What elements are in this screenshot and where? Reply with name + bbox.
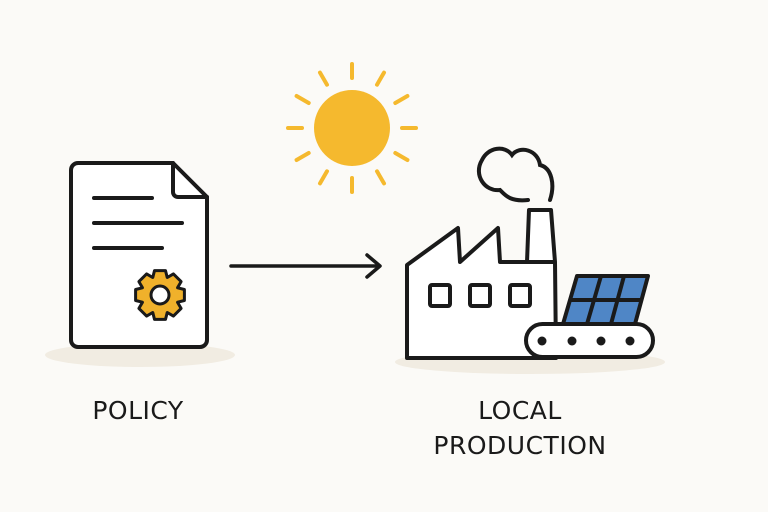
factory-icon <box>405 208 558 360</box>
document-icon <box>69 161 209 349</box>
policy-label: POLICY <box>92 396 184 425</box>
sun-ray <box>375 169 386 186</box>
sun-ray <box>318 169 329 186</box>
smoke-cloud-icon <box>476 146 555 203</box>
conveyor-icon <box>524 322 655 359</box>
sun-ray <box>294 151 311 162</box>
sun-ray <box>318 70 329 87</box>
sun-ray <box>375 70 386 87</box>
factory-window <box>428 283 452 308</box>
production-label: PRODUCTION <box>433 431 607 460</box>
local-label: LOCAL <box>478 396 562 425</box>
factory-window <box>508 283 532 308</box>
factory-window <box>468 283 492 308</box>
sun-ray <box>294 94 311 105</box>
solar-panel-icon <box>561 274 650 326</box>
gear-icon <box>134 269 186 321</box>
sun-ray <box>393 94 410 105</box>
arrow-right-icon <box>229 253 382 279</box>
sun-ray <box>393 151 410 162</box>
sun-icon <box>286 62 418 194</box>
